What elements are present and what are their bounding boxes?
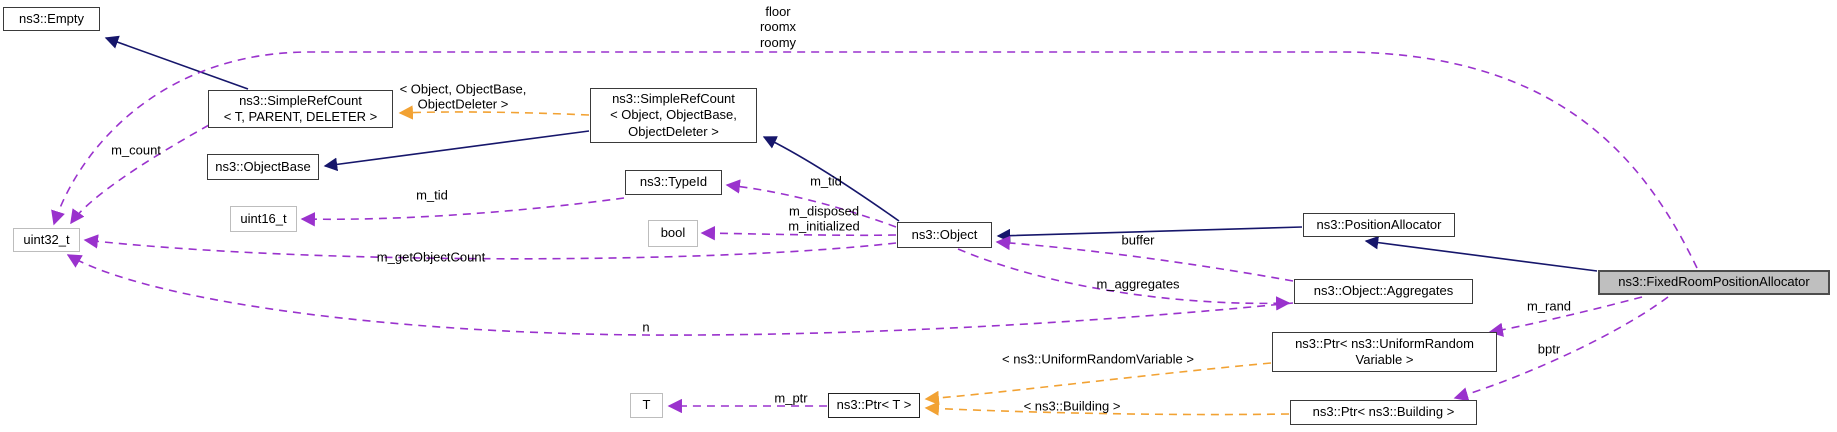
edge-label-template-uniformrandomvariable: < ns3::UniformRandomVariable > xyxy=(1002,351,1194,367)
edge-srct-to-empty xyxy=(104,35,249,90)
node-t: T xyxy=(630,393,663,418)
edge-fixedroom-mrand-ptrurv xyxy=(1488,296,1643,337)
edge-label-template-object-objectbase-objectdeleter: < Object, ObjectBase, ObjectDeleter > xyxy=(399,81,527,112)
edge-label-bptr: bptr xyxy=(1537,341,1561,357)
edge-fixedroom-to-posalloc xyxy=(1364,235,1598,272)
edge-label-m-disposed-m-initialized: m_disposed m_initialized xyxy=(788,203,860,234)
node-ns3-ptr-uniformrandomvariable[interactable]: ns3::Ptr< ns3::UniformRandom Variable > xyxy=(1272,332,1497,372)
edge-label-floor-roomx-roomy: floor roomx roomy xyxy=(759,4,797,50)
edge-srct-mcount-uint32 xyxy=(70,124,210,225)
edge-srco-template-srct xyxy=(398,105,590,120)
node-uint32-t: uint32_t xyxy=(13,228,80,252)
edge-label-m-getobjectcount: m_getObjectCount xyxy=(376,249,486,265)
edge-fixedroom-bptr-ptrbuilding xyxy=(1453,296,1669,402)
edge-object-to-srco xyxy=(762,136,900,222)
edge-object-maggregates-aggregates xyxy=(957,248,1291,311)
edge-label-n: n xyxy=(642,319,650,335)
node-uint16-t: uint16_t xyxy=(230,206,297,232)
node-ns3-typeid[interactable]: ns3::TypeId xyxy=(625,170,722,195)
node-ns3-ptr-t[interactable]: ns3::Ptr< T > xyxy=(828,393,920,418)
edge-fixedroom-floor-uint32 xyxy=(51,51,1698,269)
edge-typeid-mtid-uint16 xyxy=(300,197,625,227)
edge-ptrbuilding-template-ptrt xyxy=(924,401,1290,416)
edge-object-mtid-typeid xyxy=(725,179,897,228)
edge-label-m-count: m_count xyxy=(111,142,161,158)
edge-label-buffer: buffer xyxy=(1121,232,1155,248)
edge-srco-to-objectbase xyxy=(323,130,590,172)
node-ns3-object-aggregates[interactable]: ns3::Object::Aggregates xyxy=(1294,279,1473,304)
node-ns3-empty[interactable]: ns3::Empty xyxy=(3,7,100,31)
edge-label-m-tid-typeid: m_tid xyxy=(416,187,448,203)
node-ns3-object[interactable]: ns3::Object xyxy=(897,222,992,248)
edge-object-mdisposed-bool xyxy=(700,226,897,241)
node-bool: bool xyxy=(648,220,698,247)
edge-label-template-building: < ns3::Building > xyxy=(1023,398,1121,414)
edge-aggregates-buffer-object xyxy=(995,235,1294,282)
edge-label-m-rand: m_rand xyxy=(1526,298,1572,314)
node-ns3-simplerefcount-object-objectbase-objectdeleter[interactable]: ns3::SimpleRefCount < Object, ObjectBase… xyxy=(590,88,757,143)
edge-label-m-tid-object: m_tid xyxy=(810,173,842,189)
edge-label-m-ptr: m_ptr xyxy=(774,390,808,406)
node-ns3-positionallocator[interactable]: ns3::PositionAllocator xyxy=(1303,213,1455,237)
node-ns3-simplerefcount-t-parent-deleter[interactable]: ns3::SimpleRefCount < T, PARENT, DELETER… xyxy=(208,90,393,128)
node-ns3-objectbase[interactable]: ns3::ObjectBase xyxy=(207,154,319,180)
edge-ptrurv-template-ptrt xyxy=(924,362,1272,406)
edge-aggregates-n-uint32 xyxy=(66,254,1294,336)
node-ns3-fixedroompositionallocator: ns3::FixedRoomPositionAllocator xyxy=(1598,270,1830,295)
node-ns3-ptr-building[interactable]: ns3::Ptr< ns3::Building > xyxy=(1290,400,1477,425)
edge-object-mgetobjectcount-uint32 xyxy=(83,234,897,260)
edge-posalloc-to-object xyxy=(996,226,1303,243)
edge-label-m-aggregates: m_aggregates xyxy=(1096,276,1180,292)
